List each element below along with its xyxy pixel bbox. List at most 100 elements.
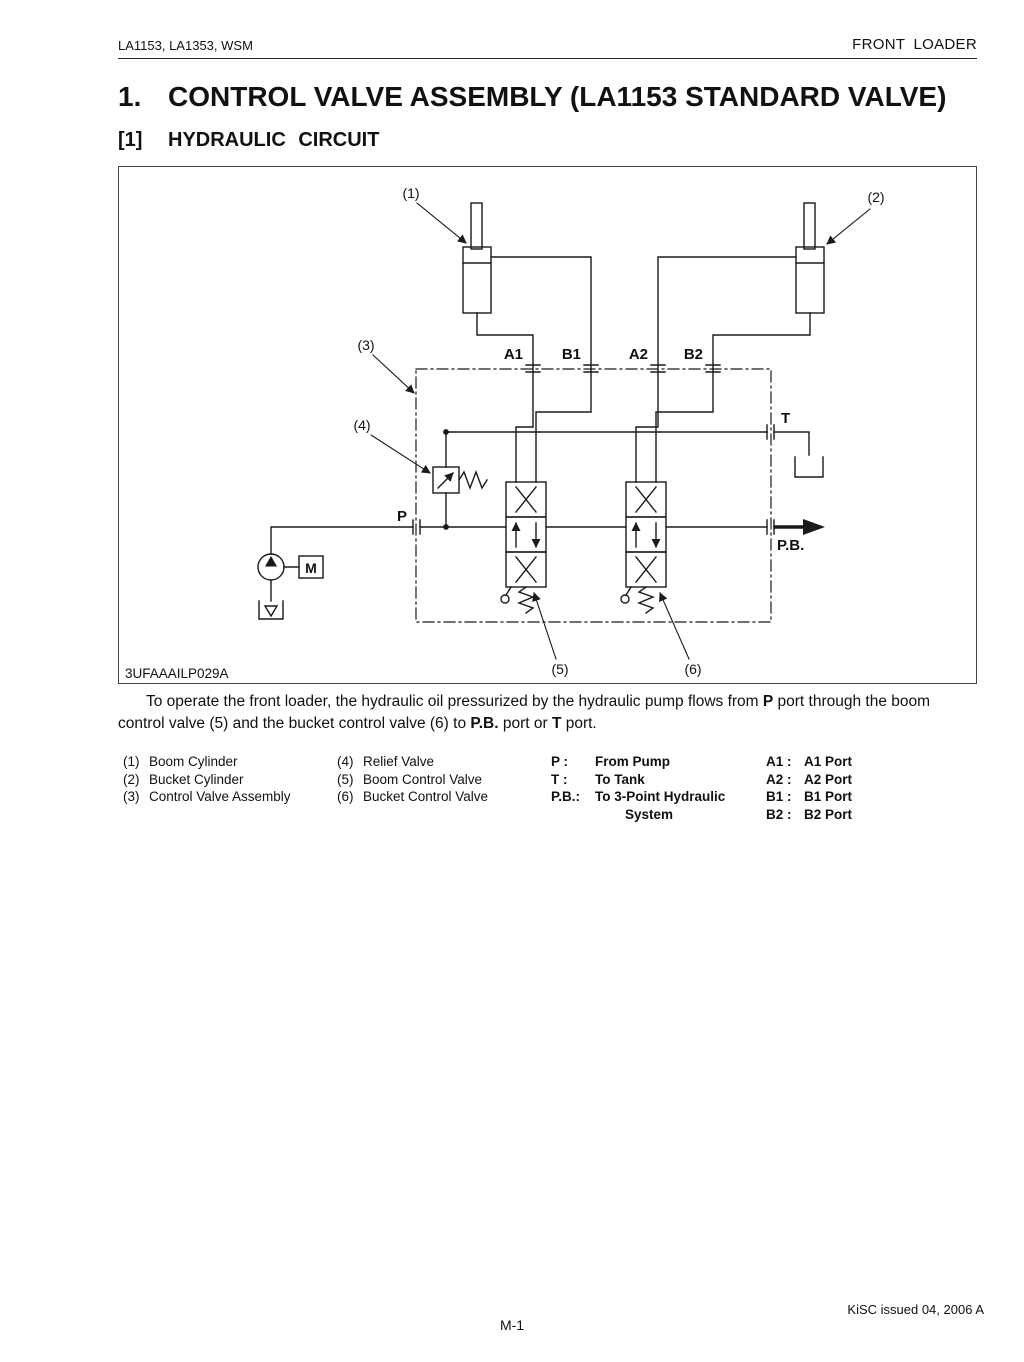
legend-item-number: (4) [337, 754, 354, 770]
legend-item-label: System [625, 806, 674, 822]
motor-label: M [305, 560, 317, 576]
description-text: port or [498, 715, 552, 733]
callout-6: (6) [684, 661, 701, 677]
legend-column-ports-1: P : From Pump T : To Tank P.B.: To 3-Poi… [551, 753, 766, 823]
legend-item: B1 : B1 Port [766, 788, 984, 806]
port-label-b1: B1 [562, 346, 581, 363]
legend-item-number: (3) [123, 789, 140, 805]
description-text: port. [561, 715, 597, 733]
legend-item-key: A1 : [766, 754, 792, 770]
legend-item-label: Boom Cylinder [149, 754, 238, 770]
callout-4: (4) [353, 417, 370, 433]
pressure-line [270, 519, 825, 556]
suction-tank-symbol [258, 600, 284, 621]
pilot-circle [500, 594, 510, 605]
chapter-title-text: CONTROL VALVE ASSEMBLY (LA1153 STANDARD … [168, 81, 947, 112]
legend: (1) Boom Cylinder (2) Bucket Cylinder (3… [123, 753, 984, 823]
legend-item-label: From Pump [595, 754, 671, 770]
hydraulic-lines [476, 256, 811, 484]
section-title-text: HYDRAULIC CIRCUIT [168, 129, 380, 152]
tank-line [445, 431, 824, 479]
legend-item-key: T : [551, 771, 568, 787]
legend-item-number: (5) [337, 771, 354, 787]
legend-item: T : To Tank [551, 771, 766, 789]
legend-item: (5) Boom Control Valve [337, 771, 551, 789]
legend-item-number: (1) [123, 754, 140, 770]
legend-column-parts-1: (1) Boom Cylinder (2) Bucket Cylinder (3… [123, 753, 337, 823]
legend-item-number: (6) [337, 789, 354, 805]
spring-symbol [517, 586, 535, 615]
port-label-a2: A2 [629, 346, 648, 363]
hydraulic-circuit-diagram: (1) (2) (3) (4) (5) (6) A1 B1 A2 B2 T P … [125, 185, 885, 681]
legend-item-label: Boom Control Valve [363, 771, 483, 787]
figure-code: 3UFAAAILP029A [125, 666, 229, 681]
leader-4 [370, 434, 431, 475]
legend-item-label: A1 Port [804, 754, 853, 770]
legend-item-label: B1 Port [804, 789, 853, 805]
legend-item-label: Relief Valve [363, 754, 435, 770]
tank-symbol [794, 456, 824, 479]
callout-1: (1) [402, 185, 419, 201]
description-text-bold: T [551, 715, 562, 733]
description-text: To operate the front loader, the hydraul… [146, 693, 763, 711]
legend-item-label: A2 Port [804, 771, 853, 787]
legend-item-key: A2 : [766, 771, 792, 787]
legend-item: (4) Relief Valve [337, 753, 551, 771]
port-label-p: P [397, 508, 407, 525]
legend-item: B2 : B2 Port [766, 806, 984, 824]
issue-note: KiSC issued 04, 2006 A [847, 1302, 984, 1317]
legend-item-label: To 3-Point Hydraulic [595, 789, 726, 805]
legend-item: P : From Pump [551, 753, 766, 771]
pb-arrow-head [803, 519, 825, 536]
legend-item-label: To Tank [595, 771, 645, 787]
legend-item: System [551, 806, 766, 824]
description-text: port through the boom control valve (5) … [118, 693, 931, 733]
legend-item-label: B2 Port [804, 806, 853, 822]
pilot-circle [620, 594, 630, 605]
section-heading: [1] HYDRAULIC CIRCUIT [118, 129, 977, 152]
legend-item-key: P : [551, 754, 569, 770]
legend-item: (6) Bucket Control Valve [337, 788, 551, 806]
leader-2 [826, 208, 871, 246]
port-ticks [412, 364, 775, 536]
chapter-title: 1. CONTROL VALVE ASSEMBLY (LA1153 STANDA… [118, 79, 977, 115]
boom-control-valve [500, 481, 547, 615]
leader-6 [659, 592, 690, 661]
bucket-cylinder [795, 202, 825, 315]
port-label-b2: B2 [684, 346, 703, 363]
chapter-number: 1. [118, 81, 142, 112]
legend-item-key [551, 806, 595, 824]
legend-column-parts-2: (4) Relief Valve (5) Boom Control Valve … [337, 753, 551, 823]
hydraulic-circuit-figure: (1) (2) (3) (4) (5) (6) A1 B1 A2 B2 T P … [118, 166, 977, 685]
callout-3: (3) [357, 337, 374, 353]
description-text-bold: P [762, 693, 774, 711]
legend-item: A1 : A1 Port [766, 753, 984, 771]
page-number: M-1 [499, 1317, 525, 1333]
leader-3 [372, 354, 415, 395]
section-number: [1] [118, 129, 143, 152]
legend-item-key: P.B.: [551, 789, 581, 805]
legend-column-ports-2: A1 : A1 Port A2 : A2 Port B1 : B1 Port B… [766, 753, 984, 823]
legend-item-key: B2 : [766, 806, 792, 822]
legend-item: (2) Bucket Cylinder [123, 771, 337, 789]
control-valve-assembly-boundary [415, 368, 772, 623]
relief-valve [432, 429, 488, 531]
bucket-control-valve [620, 481, 667, 615]
legend-item: (3) Control Valve Assembly [123, 788, 337, 806]
legend-item: P.B.: To 3-Point Hydraulic [551, 788, 766, 806]
description-text-bold: P.B. [470, 715, 499, 733]
port-label-t: T [781, 410, 790, 427]
legend-item-label: Bucket Control Valve [363, 789, 489, 805]
leader-5 [532, 592, 557, 661]
legend-item-number: (2) [123, 771, 140, 787]
boom-cylinder [462, 202, 492, 315]
description: To operate the front loader, the hydraul… [118, 691, 977, 735]
port-label-pb: P.B. [777, 537, 804, 554]
legend-item-label: Control Valve Assembly [149, 789, 291, 805]
callout-5: (5) [551, 661, 568, 677]
section-name: FRONT LOADER [852, 36, 977, 53]
legend-item-key: B1 : [766, 789, 792, 805]
leader-1 [416, 202, 467, 245]
callout-2: (2) [867, 189, 884, 205]
hydraulic-pump [257, 553, 324, 621]
